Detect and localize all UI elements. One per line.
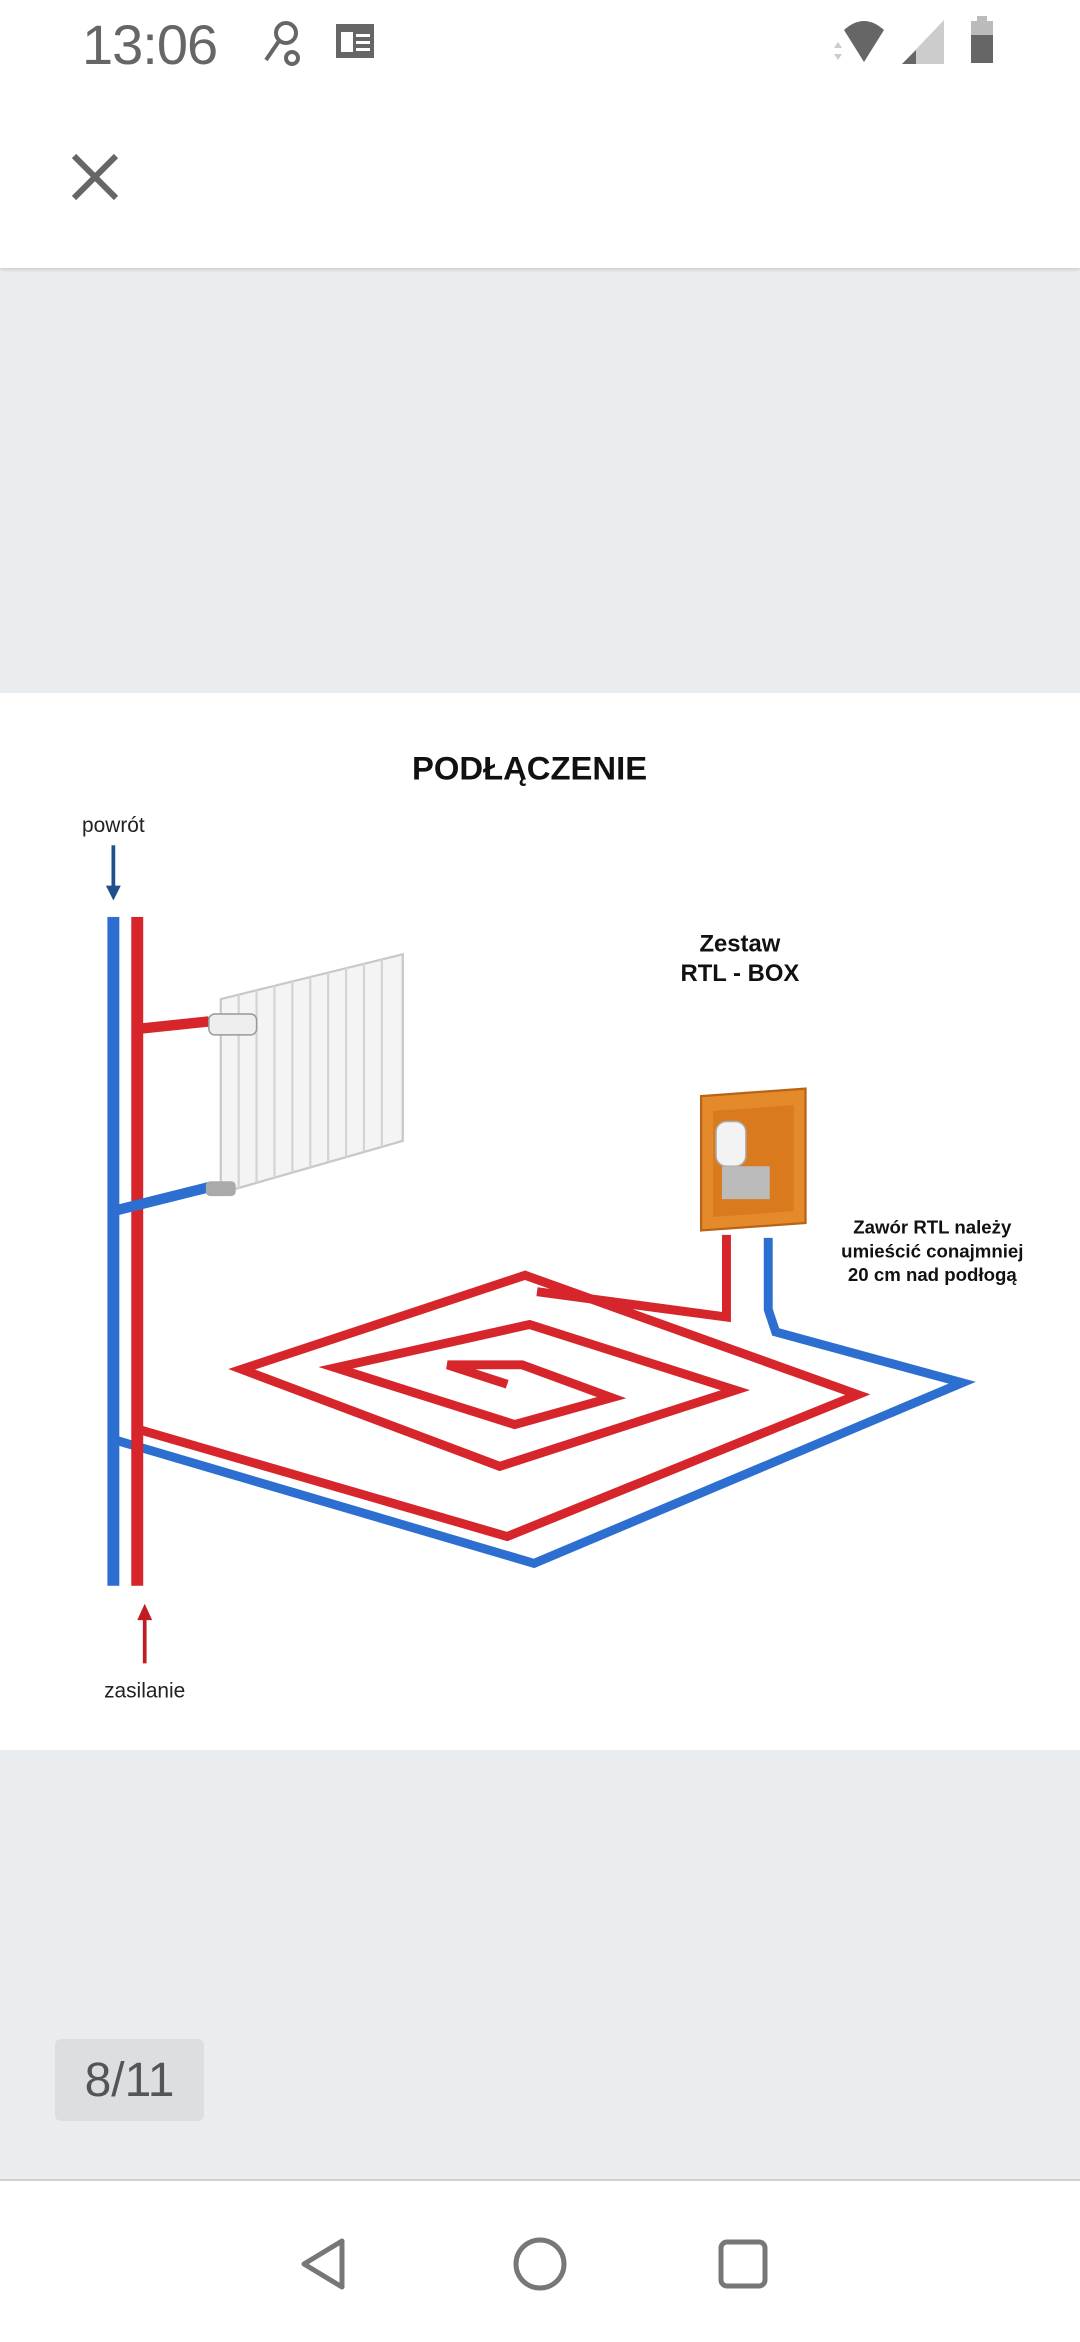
news-icon <box>336 24 374 58</box>
supply-riser <box>131 916 144 1586</box>
status-time: 13:06 <box>82 13 218 76</box>
radiator-supply-pipe <box>132 1016 210 1040</box>
key-icon <box>264 21 300 66</box>
floor-heating-loop <box>112 1234 976 1569</box>
return-riser <box>107 916 120 1586</box>
recents-icon[interactable] <box>708 2229 778 2299</box>
kit-label-line1: Zestaw <box>699 930 780 957</box>
supply-spiral-outer <box>135 1270 871 1542</box>
radiator-return-pipe <box>108 1182 211 1221</box>
page-counter: 8/11 <box>55 2039 204 2121</box>
supply-spiral-inner <box>536 1234 731 1323</box>
back-icon[interactable] <box>290 2229 360 2299</box>
close-icon[interactable] <box>60 142 130 212</box>
connection-diagram: PODŁĄCZENIE powrót zasilanie Zestaw RTL … <box>82 750 1023 1703</box>
home-icon[interactable] <box>505 2229 575 2299</box>
navigation-bar <box>0 2179 1080 2342</box>
diagram-title: PODŁĄCZENIE <box>412 750 647 787</box>
radiator <box>205 952 404 1197</box>
battery-icon <box>971 16 993 63</box>
kit-label-line2: RTL - BOX <box>680 960 799 987</box>
supply-arrow <box>137 1603 153 1664</box>
note-line3: 20 cm nad podłogą <box>848 1264 1017 1285</box>
note-line1: Zawór RTL należy <box>853 1216 1012 1237</box>
rtl-box <box>699 1087 807 1232</box>
signal-icon <box>902 20 944 64</box>
return-arrow <box>105 845 121 901</box>
note-line2: umieścić conajmniej <box>841 1240 1023 1261</box>
return-loop <box>112 1237 976 1569</box>
wifi-icon <box>834 21 884 62</box>
status-bar: 13:06 <box>0 0 1080 90</box>
return-label: powrót <box>82 814 145 837</box>
gallery-image[interactable]: PODŁĄCZENIE powrót zasilanie Zestaw RTL … <box>0 693 1080 1750</box>
app-bar <box>0 90 1080 268</box>
supply-label: zasilanie <box>104 1680 185 1703</box>
